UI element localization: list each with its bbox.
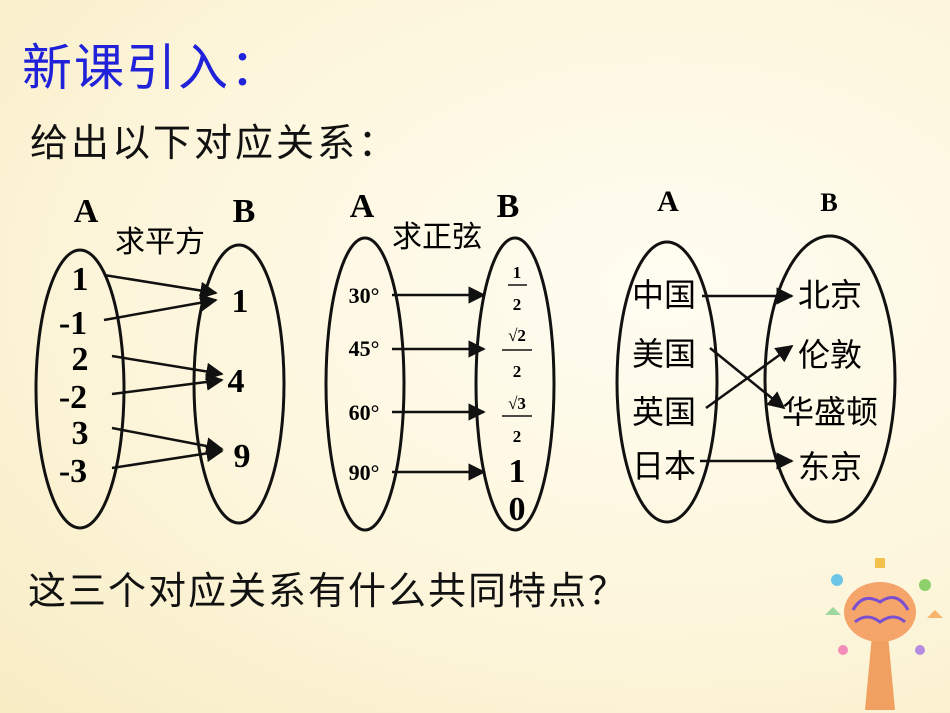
mapping-square: A B 求平方 1 -1 2 -2 3 -3 1 4 9 xyxy=(34,193,286,530)
domain-item: 英国 xyxy=(632,393,696,431)
mapping-capital: A B 中国 美国 英国 日本 北京 伦敦 华盛顿 东京 xyxy=(615,185,897,524)
set-b-ellipse xyxy=(763,234,897,524)
domain-item: 中国 xyxy=(632,276,696,314)
codomain-item: 伦敦 xyxy=(798,336,862,374)
question-text: 这三个对应关系有什么共同特点？ xyxy=(28,569,629,613)
codomain-item: 0 xyxy=(509,491,526,528)
domain-item: 30° xyxy=(349,283,380,308)
intro-text: 给出以下对应关系： xyxy=(30,121,400,165)
set-a-label: A xyxy=(657,185,679,218)
domain-item: 60° xyxy=(349,400,380,425)
codomain-item: 9 xyxy=(234,438,251,475)
fraction-denominator: 2 xyxy=(513,362,522,381)
codomain-item: 北京 xyxy=(798,276,862,314)
arrow xyxy=(705,344,794,410)
arrow xyxy=(103,273,218,300)
domain-item: -2 xyxy=(59,379,87,416)
fraction-denominator: 2 xyxy=(513,295,522,314)
mapping-sine: A B 求正弦 30° 45° 60° 90° 1 2 √2 2 √3 2 1 … xyxy=(324,188,556,532)
set-b-label: B xyxy=(820,188,837,217)
codomain-item: 东京 xyxy=(798,448,862,486)
fraction-numerator: √3 xyxy=(508,394,526,413)
arrow xyxy=(103,294,218,322)
set-a-ellipse xyxy=(34,248,126,530)
brain-decoration-icon xyxy=(825,558,943,710)
arrow xyxy=(111,354,224,381)
fraction-numerator: 1 xyxy=(513,263,522,282)
codomain-item: 1 xyxy=(509,453,526,490)
codomain-item: 4 xyxy=(228,363,245,400)
set-a-label: A xyxy=(350,188,375,225)
set-a-label: A xyxy=(74,193,99,230)
domain-item: -3 xyxy=(59,453,87,490)
domain-item: 45° xyxy=(349,336,380,361)
domain-item: 2 xyxy=(72,341,89,378)
set-b-label: B xyxy=(233,193,256,230)
set-a-ellipse xyxy=(615,240,719,524)
set-a-ellipse xyxy=(324,236,406,532)
set-b-label: B xyxy=(497,188,520,225)
set-b-ellipse xyxy=(474,236,556,532)
arrow xyxy=(111,373,224,396)
codomain-item: 1 xyxy=(232,283,249,320)
rule-label: 求正弦 xyxy=(392,220,482,255)
fraction-denominator: 2 xyxy=(513,427,522,446)
domain-item: 日本 xyxy=(632,447,696,485)
codomain-fractions: 1 2 √2 2 √3 2 xyxy=(502,263,532,446)
domain-item: 90° xyxy=(349,460,380,485)
rule-label: 求平方 xyxy=(115,225,205,260)
slide-title: 新课引入： xyxy=(22,39,282,97)
arrow xyxy=(111,444,224,470)
fraction-numerator: √2 xyxy=(508,326,526,345)
codomain-item: 华盛顿 xyxy=(782,393,878,431)
domain-item: 3 xyxy=(72,415,89,452)
domain-item: 1 xyxy=(72,261,89,298)
arrow xyxy=(111,426,224,455)
domain-item: 美国 xyxy=(632,335,696,373)
domain-item: -1 xyxy=(59,305,87,342)
